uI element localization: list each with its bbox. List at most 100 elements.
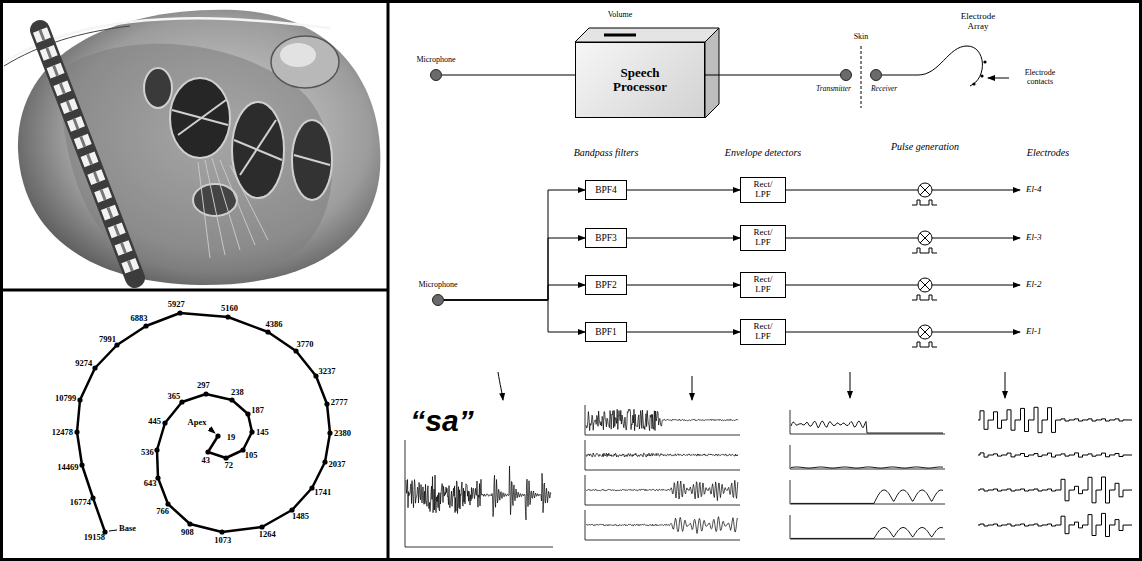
plot-axis	[790, 445, 945, 469]
electrode-array-contacts	[40, 30, 135, 278]
plot-axis	[790, 515, 945, 539]
control-label: Volume	[608, 11, 633, 20]
pulse-train-icon	[912, 200, 937, 205]
drawing-ellipse	[292, 120, 332, 200]
speech-processor-faces	[575, 28, 719, 118]
plot-axis	[790, 410, 945, 434]
drawing-line	[234, 140, 282, 160]
frequency-number: 2037	[328, 460, 345, 469]
drawing-line	[294, 155, 330, 165]
frequency-number: 43	[201, 456, 210, 465]
node-label: BPF4	[595, 185, 617, 195]
multiplier-cross	[920, 233, 930, 243]
electrode-wire	[932, 190, 1020, 191]
drawing-path	[498, 372, 503, 400]
bandpass-filter-box: BPF4	[585, 180, 627, 200]
electrode-array-core	[40, 30, 135, 278]
frequency-number: 19158	[84, 533, 105, 542]
frequency-number: 238	[231, 388, 244, 397]
spiral-point	[77, 397, 82, 402]
node-label: Speech Processor	[594, 66, 686, 95]
spiral-point	[309, 485, 314, 490]
envelope-detector-box: Rect/ LPF	[740, 177, 786, 203]
envelope-waveform	[791, 490, 943, 503]
microphone-dot: Microphone	[430, 69, 442, 81]
electrode-wire	[932, 332, 1020, 333]
spiral-point	[92, 365, 97, 370]
signal-connector	[627, 285, 740, 286]
plot-axis	[585, 510, 740, 540]
spiral-point	[154, 447, 159, 452]
frequency-number: 908	[181, 528, 194, 537]
envelope-waveform	[791, 467, 943, 468]
spiral-end-label: Base	[119, 524, 136, 533]
spiral-point	[265, 329, 270, 334]
frequency-number: 6883	[130, 314, 147, 323]
spiral-point	[187, 521, 192, 526]
speech-waveform	[406, 466, 551, 520]
part-label: Electrode contacts	[1012, 69, 1068, 87]
filter-output-waveform	[586, 409, 738, 431]
frequency-number: 3237	[319, 367, 336, 376]
node-label: BPF1	[595, 327, 617, 337]
multiplier-symbol	[918, 231, 932, 245]
spiral-point	[90, 495, 95, 500]
spiral-point	[225, 314, 230, 319]
spiral-point	[322, 459, 327, 464]
frequency-number: 105	[245, 451, 258, 460]
spiral-end-label: Apex	[188, 418, 207, 427]
frequency-number: 14469	[57, 463, 78, 472]
frequency-number: 187	[251, 406, 264, 415]
spiral-point	[205, 449, 210, 454]
frequency-number: 5927	[168, 300, 185, 309]
pulse-train-icon	[912, 342, 937, 347]
drawing-ellipse	[170, 78, 230, 158]
frequency-number: 643	[144, 479, 157, 488]
apex-leader	[209, 428, 215, 433]
drawing-circle	[983, 60, 986, 63]
cochlear-chambers	[144, 68, 332, 216]
multiplier-symbol	[918, 183, 932, 197]
node-label: BPF3	[595, 233, 617, 243]
envelope-detector-box: Rect/ LPF	[740, 225, 786, 251]
electrode-array-body	[40, 30, 135, 278]
frequency-number: 2777	[331, 398, 348, 407]
filter-output-waveform	[586, 517, 738, 534]
node-label: Rect/ LPF	[748, 180, 778, 200]
frequency-number: 4386	[266, 320, 283, 329]
envelope-wire	[786, 332, 918, 333]
node-label: Rect/ LPF	[748, 275, 778, 295]
envelope-waveform	[791, 421, 943, 433]
drawing-line	[240, 120, 276, 175]
frequency-number: 536	[141, 448, 154, 457]
drawing-line	[172, 110, 228, 125]
base-leader	[109, 530, 117, 531]
contacts-leader	[988, 78, 1009, 79]
multiplier-symbol	[918, 325, 932, 339]
frequency-number: 19	[227, 433, 236, 442]
drawing-line	[1005, 372, 1006, 398]
electrode-name: El-1	[1026, 327, 1042, 337]
stage-heading: Electrodes	[1027, 147, 1069, 158]
electrode-array-lead	[882, 46, 982, 86]
electrode-name: El-4	[1026, 185, 1042, 195]
drawing-line	[178, 100, 226, 135]
multiplier-cross	[920, 327, 930, 337]
drawing-polygon	[705, 28, 719, 118]
spiral-point	[223, 455, 228, 460]
signal-connector	[627, 332, 740, 333]
drawing-line	[692, 376, 693, 400]
spiral-point	[79, 462, 84, 467]
node-label: BPF2	[595, 280, 617, 290]
drawing-ellipse	[144, 68, 172, 108]
spiral-point	[245, 411, 250, 416]
spiral-point	[203, 391, 208, 396]
electrode-name: El-3	[1026, 233, 1042, 243]
microphone-dot: Microphone	[432, 294, 444, 306]
drawing-line	[850, 372, 851, 398]
frequency-number: 16774	[70, 498, 91, 507]
part-label: Electrode Array	[952, 12, 1004, 32]
plot-axis	[405, 440, 553, 547]
signal-connector	[444, 300, 585, 332]
